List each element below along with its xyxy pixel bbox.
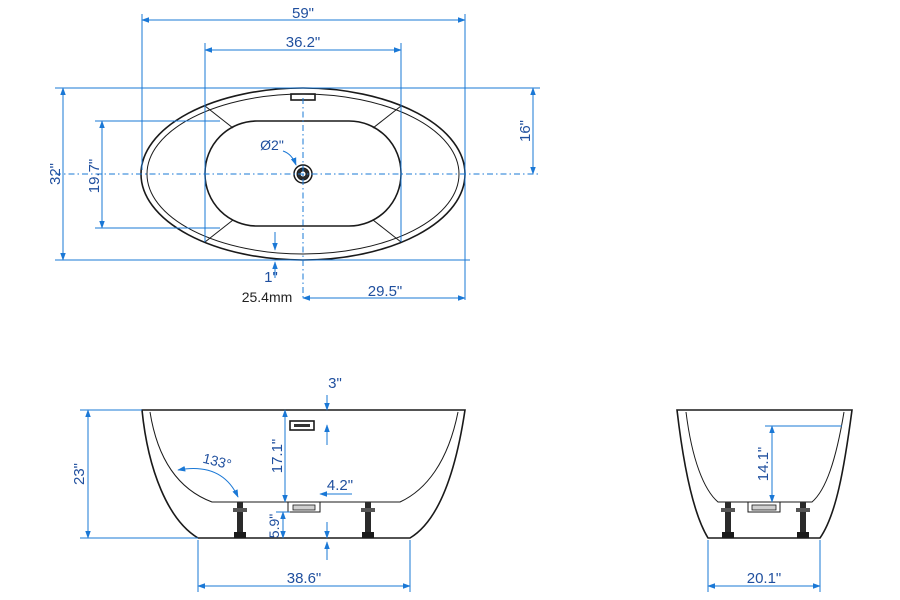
dimension-half-width: 16" (517, 87, 536, 175)
dimension-inner-length: 36.2" (204, 34, 402, 242)
drain-width-label: 4.2" (327, 477, 353, 494)
dimension-drain-height: 5.9" (266, 511, 330, 560)
dimension-height: 23" (71, 409, 198, 539)
dimension-water-depth: 14.1" (755, 425, 842, 503)
dimension-drain-offset: 29.5" (302, 283, 466, 301)
height-label: 23" (71, 463, 88, 485)
drain-offset-label: 29.5" (368, 283, 403, 300)
front-view: 23" 17.1" 3" 4.2" 5.9" 133° (71, 375, 466, 592)
side-view-tub-outline (676, 409, 853, 539)
dimension-inner-width: 19.7" (86, 120, 220, 229)
interior-depth-label: 17.1" (269, 439, 286, 474)
overflow-height-label: 3" (328, 375, 342, 392)
top-view: 59" 36.2" 32" 19.7" 16" (47, 5, 540, 305)
side-view: 14.1" 20.1" (676, 409, 853, 592)
overall-width-label: 32" (47, 163, 64, 185)
side-leg-left (721, 502, 735, 538)
water-depth-label: 14.1" (755, 447, 772, 482)
front-leg-right (361, 502, 375, 538)
front-view-tub-outline (141, 409, 466, 539)
half-width-label: 16" (517, 120, 534, 142)
base-width-label: 20.1" (747, 570, 782, 587)
side-leg-right (796, 502, 810, 538)
dimension-interior-depth: 17.1" (269, 409, 288, 503)
dimension-rim-offset: 1" 25.4mm (242, 232, 293, 305)
front-leg-left (233, 502, 247, 538)
inner-length-label: 36.2" (286, 34, 321, 51)
dimension-backrest-angle: 133° (177, 450, 239, 498)
dimension-drain-width: 4.2" (319, 477, 353, 497)
dimension-drain-diameter: Ø2" (260, 137, 297, 166)
backrest-angle-label: 133° (201, 450, 233, 473)
inner-width-label: 19.7" (86, 159, 103, 194)
dimension-overflow-height: 3" (324, 375, 342, 445)
dimension-base-width: 20.1" (707, 540, 821, 592)
rim-offset-mm-label: 25.4mm (242, 289, 293, 305)
drain-diameter-label: Ø2" (260, 137, 284, 153)
dimension-overall-width: 32" (47, 87, 540, 261)
dimension-base-length: 38.6" (197, 540, 411, 592)
overall-length-label: 59" (292, 5, 314, 22)
rim-offset-inch-label: 1" (264, 269, 278, 286)
dimension-overall-length: 59" (141, 5, 466, 300)
base-length-label: 38.6" (287, 570, 322, 587)
drain-height-label: 5.9" (266, 514, 282, 538)
